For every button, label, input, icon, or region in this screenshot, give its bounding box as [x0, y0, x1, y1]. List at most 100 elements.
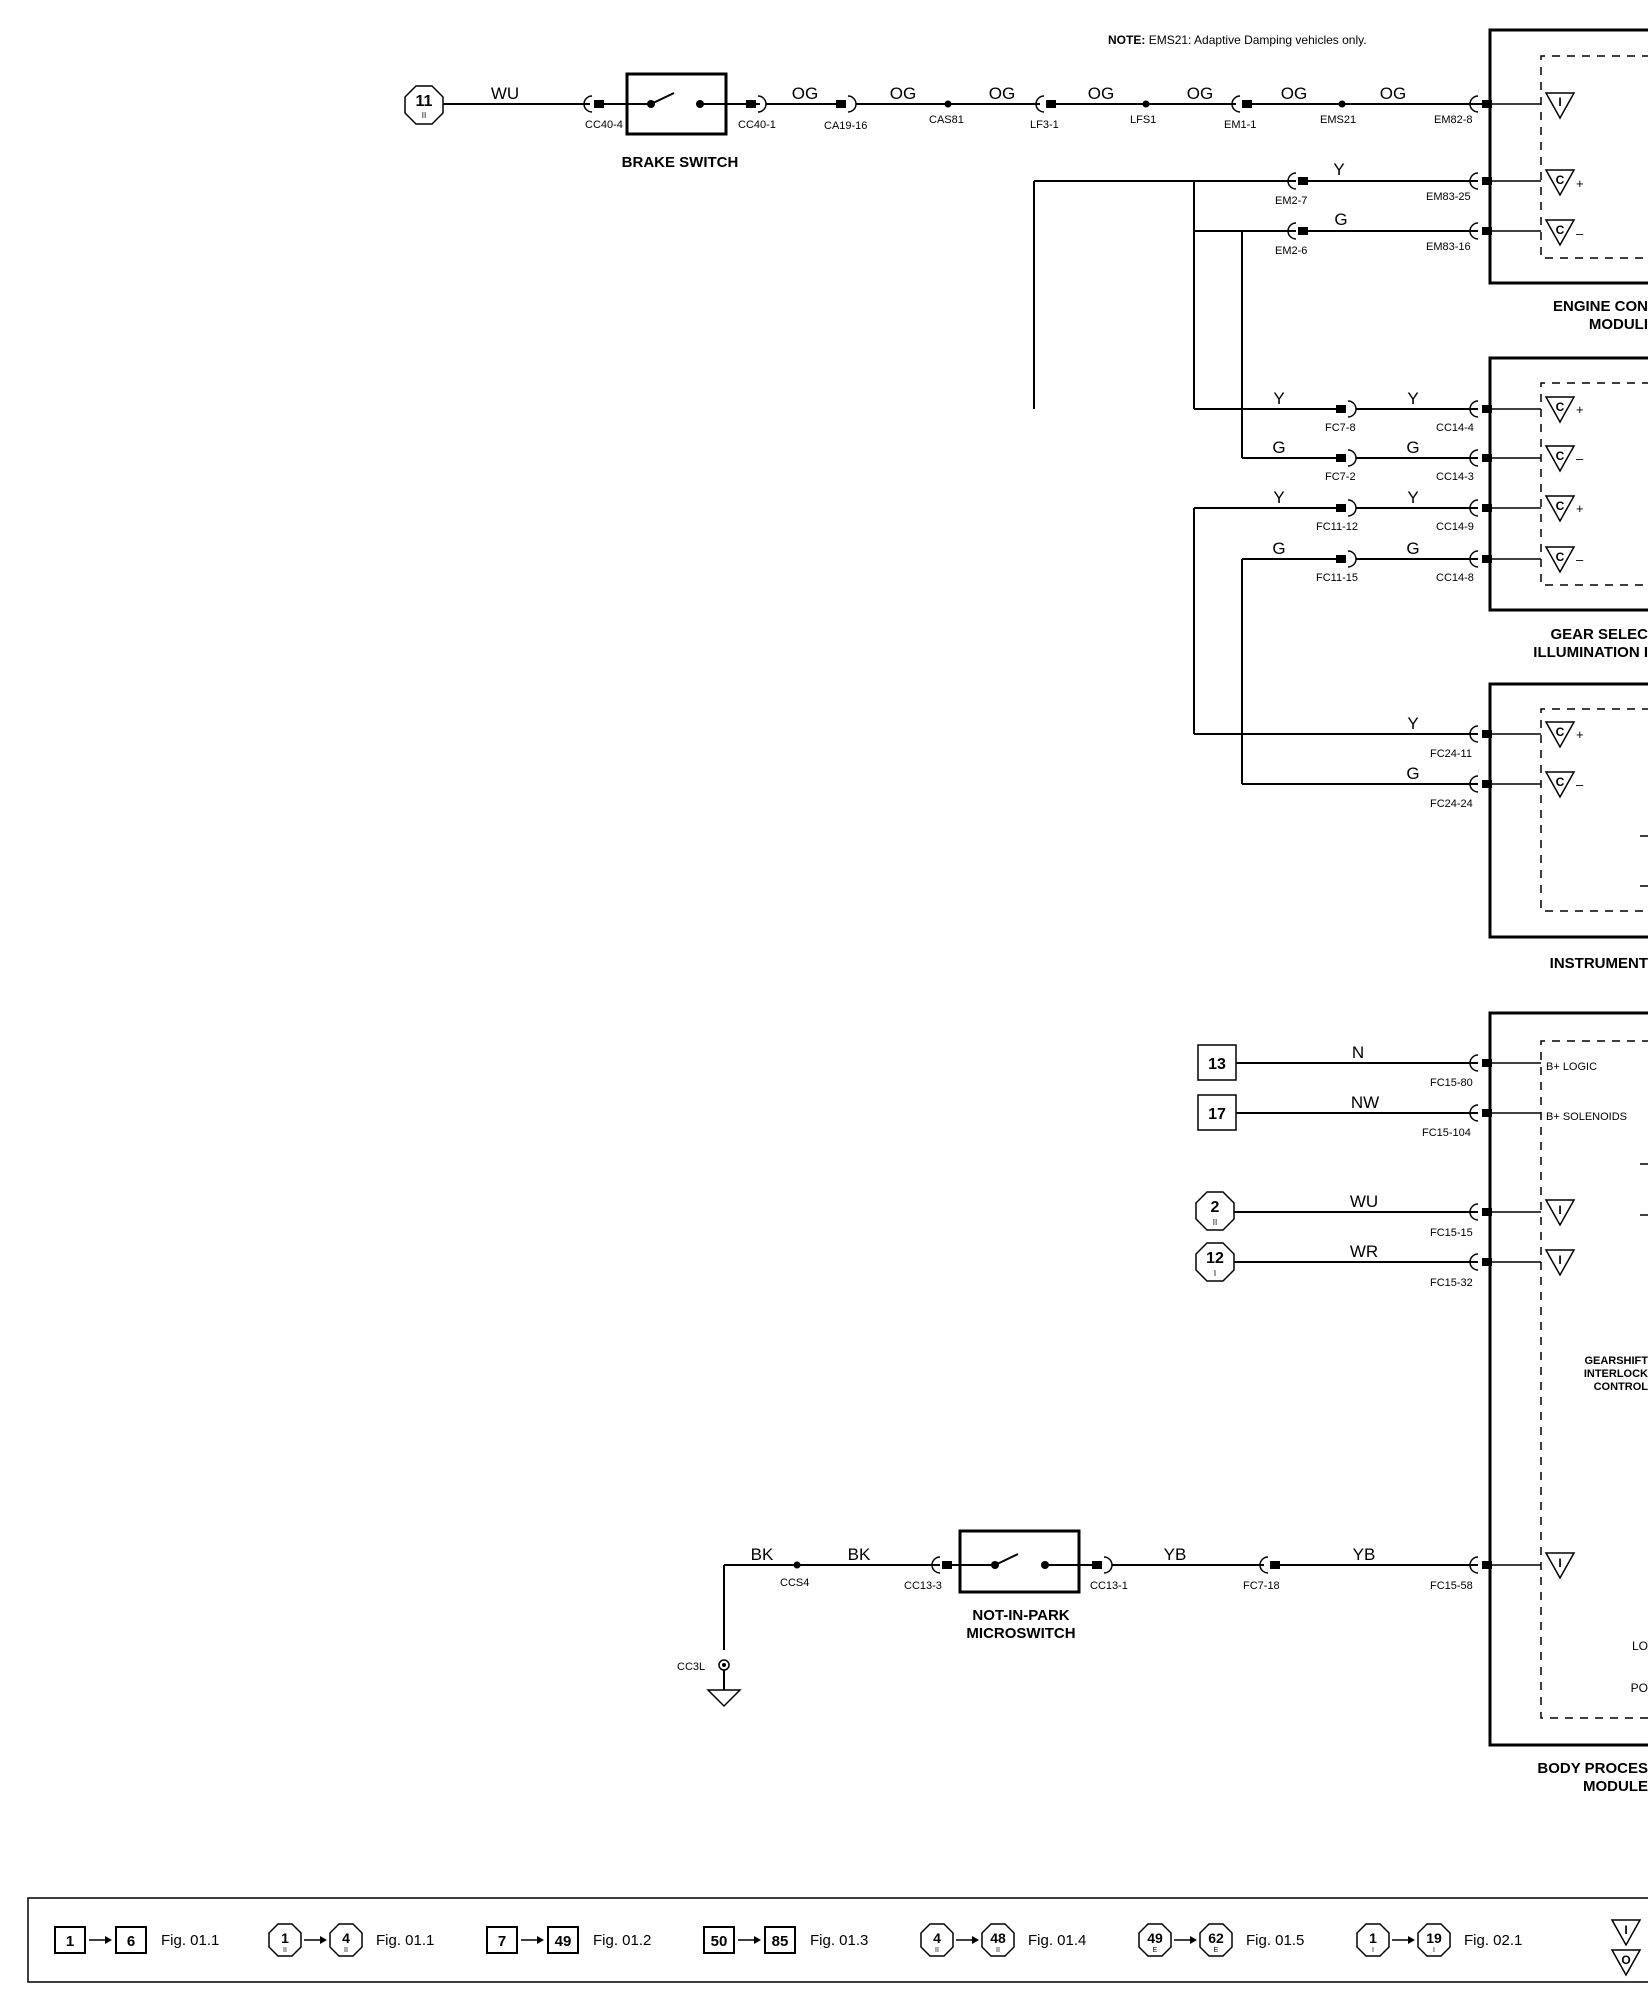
svg-text:50: 50 [711, 1933, 728, 1950]
svg-text:1: 1 [66, 1933, 74, 1950]
legend-ref-oct: 1I [1356, 1923, 1390, 1957]
svg-text:E: E [1153, 1947, 1158, 1954]
connector-socket [583, 95, 593, 113]
svg-text:C: C [1556, 550, 1565, 564]
body-processor-module[interactable] [1488, 1011, 1648, 1747]
can-symbol: C– [1544, 445, 1584, 473]
input-symbol-i: I [1544, 1249, 1576, 1277]
svg-text:II: II [344, 1947, 348, 1954]
park-switch-label-2: MICROSWITCH [966, 1625, 1075, 1642]
svg-text:7: 7 [498, 1933, 506, 1950]
svg-text:OG: OG [1088, 84, 1114, 103]
svg-text:O: O [1621, 1953, 1630, 1967]
svg-text:OG: OG [792, 84, 818, 103]
svg-text:2: 2 [1211, 1199, 1220, 1216]
svg-text:–: – [1576, 552, 1584, 567]
svg-text:I: I [1433, 1947, 1435, 1954]
svg-text:G: G [1334, 210, 1347, 229]
gear-selector-illumination-module[interactable] [1488, 356, 1648, 612]
svg-text:OG: OG [1187, 84, 1213, 103]
connector-label: CA19-16 [824, 120, 867, 132]
engine-control-module[interactable] [1469, 28, 1648, 285]
input-symbol-i: I [1544, 1552, 1576, 1580]
ref-13-box[interactable]: 13 [1197, 1044, 1237, 1081]
svg-text:85: 85 [772, 1933, 789, 1950]
connector-label: FC15-58 [1430, 1580, 1473, 1592]
svg-text:C: C [1556, 725, 1565, 739]
can-symbol-c-minus: C– [1544, 219, 1584, 247]
legend-ref-oct: 19I [1417, 1923, 1451, 1957]
gear-module-label-2: ILLUMINATION I [1533, 644, 1648, 661]
connector-label: CC13-3 [904, 1580, 942, 1592]
svg-text:49: 49 [1147, 1930, 1163, 1946]
instrument-module[interactable] [1194, 682, 1648, 939]
connector-label: CC14-8 [1436, 572, 1474, 584]
svg-text:N: N [1352, 1043, 1364, 1062]
can-symbol: C+ [1544, 495, 1584, 523]
ref-12-octagon[interactable]: 12 I [1195, 1242, 1235, 1282]
svg-text:I: I [1558, 1556, 1561, 1570]
connector-label: FC11-12 [1316, 521, 1358, 533]
connector-label: FC15-15 [1430, 1227, 1473, 1239]
svg-text:G: G [1272, 438, 1285, 457]
gear-module-label: GEAR SELEC [1550, 626, 1648, 643]
ref-11-octagon[interactable]: 11 II [404, 85, 444, 125]
svg-text:+: + [1576, 727, 1584, 742]
pin-label: LO [1632, 1639, 1648, 1653]
svg-text:C: C [1556, 173, 1565, 187]
can-symbol: C+ [1544, 721, 1584, 749]
gear-wire-row-3 [1193, 499, 1541, 734]
connector-label: FC15-80 [1430, 1077, 1473, 1089]
legend-ref-box: 85 [764, 1926, 796, 1954]
ref-2-octagon[interactable]: 2 II [1195, 1191, 1235, 1231]
connector-label: FC24-11 [1430, 748, 1472, 760]
connector-label: EM2-7 [1275, 195, 1307, 207]
svg-text:19: 19 [1426, 1930, 1442, 1946]
not-in-park-microswitch[interactable] [958, 1529, 1081, 1594]
note: NOTE: EMS21: Adaptive Damping vehicles o… [1108, 33, 1367, 47]
connector-label: FC7-18 [1243, 1580, 1280, 1592]
connector-label: CC3L [677, 1661, 705, 1673]
gearshift-label-2: INTERLOCK [1584, 1368, 1648, 1380]
svg-text:Y: Y [1273, 488, 1284, 507]
connector-label: EM2-6 [1275, 245, 1307, 257]
legend-ref-oct: 4II [329, 1923, 363, 1957]
legend-fig-label: Fig. 01.1 [161, 1932, 219, 1949]
svg-text:C: C [1556, 499, 1565, 513]
svg-text:+: + [1576, 402, 1584, 417]
svg-text:49: 49 [555, 1933, 572, 1950]
connector-label: CC13-1 [1090, 1580, 1128, 1592]
input-symbol-i: I [1544, 92, 1576, 120]
connector-label: EMS21 [1320, 114, 1356, 126]
legend-ref-oct: 49E [1138, 1923, 1172, 1957]
svg-text:C: C [1556, 400, 1565, 414]
svg-text:I: I [1624, 1923, 1627, 1937]
svg-text:WR: WR [1350, 1242, 1378, 1261]
svg-text:C: C [1556, 449, 1565, 463]
svg-text:C: C [1556, 775, 1565, 789]
connector-label: CC40-4 [585, 119, 623, 131]
connector-label: FC7-8 [1325, 422, 1356, 434]
can-symbol: C– [1544, 771, 1584, 799]
svg-text:YB: YB [1353, 1545, 1376, 1564]
svg-text:Y: Y [1407, 389, 1418, 408]
output-symbol-o: O [1610, 1949, 1642, 1977]
legend-fig-label: Fig. 01.1 [376, 1932, 434, 1949]
svg-text:48: 48 [990, 1930, 1006, 1946]
svg-text:62: 62 [1208, 1930, 1224, 1946]
gear-wire-row-2 [1242, 449, 1541, 467]
svg-text:17: 17 [1208, 1106, 1226, 1123]
svg-text:1: 1 [281, 1930, 289, 1946]
svg-text:4: 4 [342, 1930, 350, 1946]
svg-text:I: I [1558, 95, 1561, 109]
legend-ref-box: 6 [115, 1926, 147, 1954]
connector-label: EM1-1 [1224, 119, 1256, 131]
instrument-label: INSTRUMENT [1550, 955, 1648, 972]
svg-text:OG: OG [890, 84, 916, 103]
svg-text:1: 1 [1369, 1930, 1377, 1946]
ref-17-box[interactable]: 17 [1197, 1094, 1237, 1131]
